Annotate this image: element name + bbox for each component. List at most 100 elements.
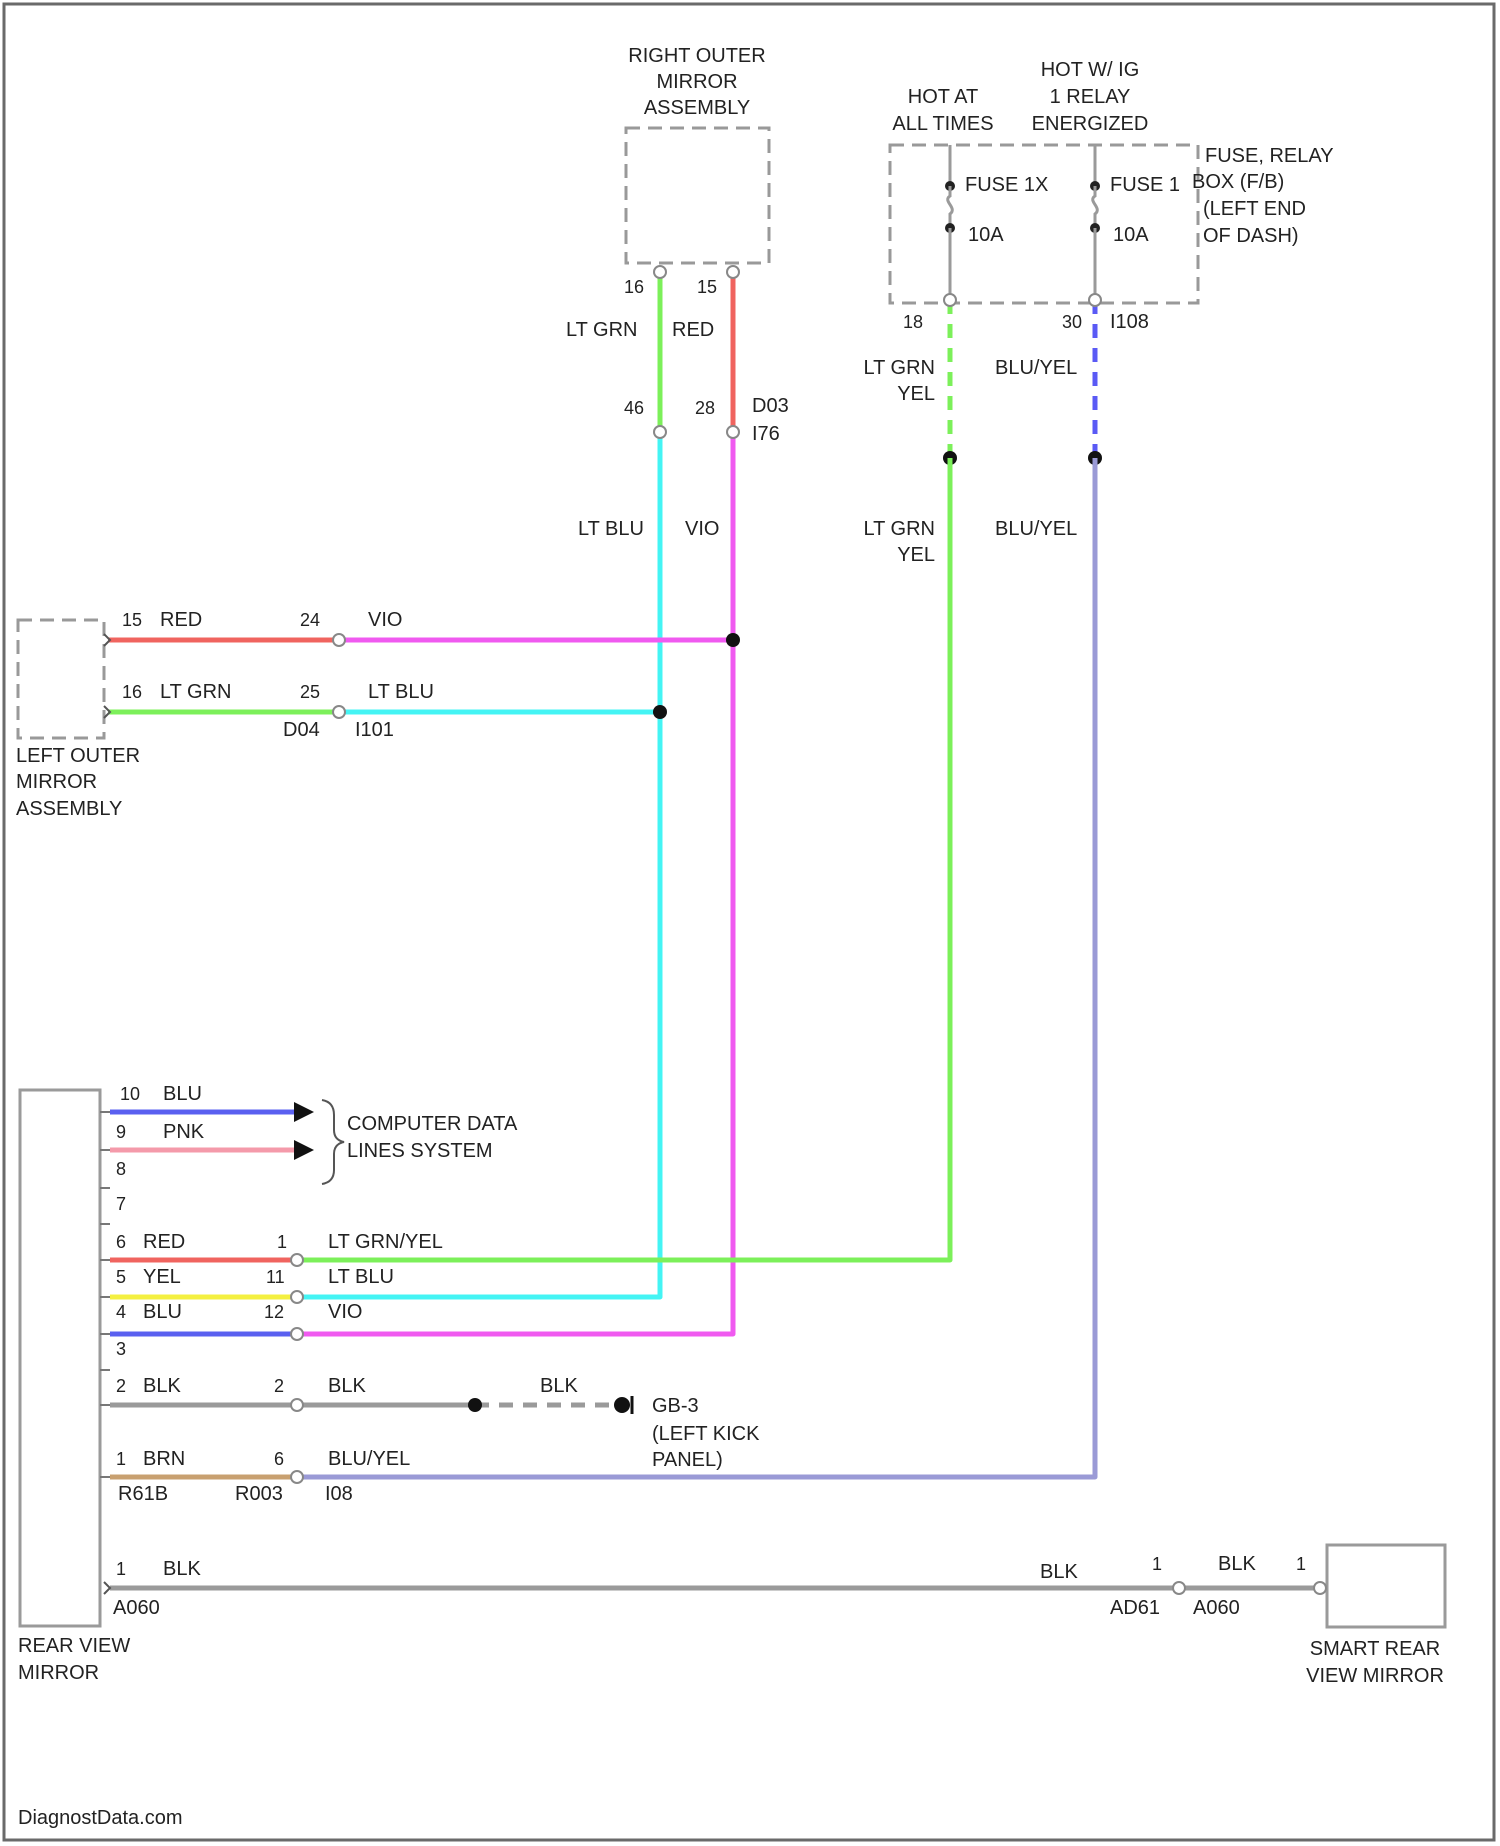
- smart-mirror-title-2: VIEW MIRROR: [1306, 1665, 1444, 1687]
- hot-ig-3: ENERGIZED: [1032, 113, 1149, 135]
- pin-rv-conn-2: 2: [274, 1376, 284, 1396]
- smart-mirror-title-1: SMART REAR: [1310, 1638, 1440, 1660]
- fuse-box-title-4: OF DASH): [1203, 225, 1299, 247]
- fuse-b-icon: [1093, 186, 1098, 228]
- data-lines-brace: [322, 1100, 344, 1184]
- right-mirror-title-3: ASSEMBLY: [644, 97, 750, 119]
- wire-label-lower-c: BLK: [1218, 1553, 1256, 1575]
- wire-label-fuse-a-upper-2: YEL: [897, 383, 935, 405]
- pin-rv-10: 10: [120, 1084, 140, 1104]
- fuse-b-name: FUSE 1: [1110, 174, 1180, 196]
- connector-lower-mid-pin: [1173, 1582, 1185, 1594]
- hot-ig-1: HOT W/ IG: [1041, 59, 1140, 81]
- wire-label-rv-1: BRN: [143, 1448, 185, 1470]
- connector-rv-pin-0: [291, 1254, 303, 1266]
- fuse-relay-box: HOT AT ALL TIMES HOT W/ IG 1 RELAY ENERG…: [890, 59, 1334, 303]
- pin-rv-conn-4: 12: [264, 1302, 284, 1322]
- connector-rv-right: R003: [235, 1483, 283, 1505]
- pin-rv-8: 8: [116, 1159, 126, 1179]
- wire-label-rv-2: BLK: [143, 1375, 181, 1397]
- pin-left-conn-b: 25: [300, 682, 320, 702]
- pin-left-mirror-b: 16: [122, 682, 142, 702]
- wire-blu-yel-main: [298, 458, 1095, 1477]
- wire-label-mid-a: LT BLU: [578, 518, 644, 540]
- hot-at-all-times-1: HOT AT: [908, 86, 978, 108]
- wire-label-left-b-in: LT GRN: [160, 681, 232, 703]
- pin-smart-conn-b: 1: [1296, 1554, 1306, 1574]
- watermark: DiagnostData.com: [18, 1807, 183, 1829]
- connector-rv-left: R61B: [118, 1483, 168, 1505]
- connector-rv-pin-2: [291, 1328, 303, 1340]
- wire-label-rv-10: BLU: [163, 1083, 202, 1105]
- pin-rv-3: 3: [116, 1339, 126, 1359]
- pin-rv-2: 2: [116, 1376, 126, 1396]
- left-mirror-box: [18, 620, 104, 738]
- pin-rv-9: 9: [116, 1122, 126, 1142]
- fuse-a-name: FUSE 1X: [965, 174, 1048, 196]
- hot-at-all-times-2: ALL TIMES: [892, 113, 993, 135]
- wire-ltblu-main: [298, 430, 660, 1297]
- wire-label-rv-out-1: BLU/YEL: [328, 1448, 410, 1470]
- rear-view-title-1: REAR VIEW: [18, 1635, 130, 1657]
- connector-rv-pin-3: [291, 1399, 303, 1411]
- data-lines-label-1: COMPUTER DATA: [347, 1113, 518, 1135]
- splice-ground: [468, 1398, 482, 1412]
- connector-mid-a: D03: [752, 395, 789, 417]
- ground-location-1: (LEFT KICK: [652, 1423, 760, 1445]
- ground-terminal-gb3: [614, 1397, 630, 1413]
- connector-mid-b-pin: [727, 426, 739, 438]
- wire-label-rv-9: PNK: [163, 1121, 205, 1143]
- rear-view-title-2: MIRROR: [18, 1662, 99, 1684]
- connector-fuse-b-pin: [1089, 294, 1101, 306]
- pin-rv-conn-1: 6: [274, 1449, 284, 1469]
- ground-gb3: GB-3 (LEFT KICK PANEL): [652, 1395, 760, 1471]
- wire-label-left-b-out: LT BLU: [368, 681, 434, 703]
- left-outer-mirror: LEFT OUTER MIRROR ASSEMBLY: [16, 620, 140, 820]
- wire-label-ground: BLK: [540, 1375, 578, 1397]
- wire-label-rv-out-4: VIO: [328, 1301, 362, 1323]
- pin-rv-1: 1: [116, 1449, 126, 1469]
- fuse-box-title-1: FUSE, RELAY: [1205, 145, 1334, 167]
- fuse-b-rating: 10A: [1113, 224, 1149, 246]
- fuse-box-title-2: BOX (F/B): [1192, 171, 1284, 193]
- rear-view-mirror: REAR VIEW MIRROR: [18, 1090, 130, 1684]
- splice-vio: [726, 633, 740, 647]
- wire-label-mid-b: VIO: [685, 518, 719, 540]
- smart-mirror-box: [1327, 1545, 1445, 1627]
- pin-rv-conn-5: 11: [266, 1267, 285, 1287]
- connector-left-b-pin: [333, 706, 345, 718]
- left-mirror-pin-a-mark: [104, 634, 110, 646]
- fuse-a-rating: 10A: [968, 224, 1004, 246]
- pin-rv-lower-1: 1: [116, 1559, 126, 1579]
- wire-label-fuse-a-lower-1: LT GRN: [864, 518, 936, 540]
- pin-smart-conn-a: 1: [1152, 1554, 1162, 1574]
- pin-fuse-out-a: 18: [903, 312, 923, 332]
- connector-right-mirror-a: [654, 266, 666, 278]
- pin-right-mirror-b: 15: [697, 277, 717, 297]
- computer-data-lines: COMPUTER DATA LINES SYSTEM: [322, 1100, 518, 1184]
- wire-label-fuse-a-upper-1: LT GRN: [864, 357, 936, 379]
- data-lines-label-2: LINES SYSTEM: [347, 1140, 493, 1162]
- ground-location-2: PANEL): [652, 1449, 723, 1471]
- wire-label-lower-a: BLK: [163, 1558, 201, 1580]
- wire-label-rv-5: YEL: [143, 1266, 181, 1288]
- wire-label-rv-out-2: BLK: [328, 1375, 366, 1397]
- connector-left-b: I101: [355, 719, 394, 741]
- fuse-box-title-3: (LEFT END: [1203, 198, 1306, 220]
- connector-lower-left: A060: [113, 1597, 160, 1619]
- fuse-a-icon: [948, 186, 953, 228]
- right-mirror-title-1: RIGHT OUTER: [628, 45, 765, 67]
- pin-fuse-out-b: 30: [1062, 312, 1082, 332]
- fuse-box-outline: [890, 145, 1198, 303]
- diagram-frame: [4, 4, 1494, 1840]
- pin-rv-4: 4: [116, 1302, 126, 1322]
- left-mirror-title-2: MIRROR: [16, 771, 97, 793]
- pin-rv-5: 5: [116, 1267, 126, 1287]
- wire-label-fuse-b-upper: BLU/YEL: [995, 357, 1077, 379]
- connector-left-a-pin: [333, 634, 345, 646]
- ground-label: GB-3: [652, 1395, 699, 1417]
- pin-conn-mid-a: 46: [624, 398, 644, 418]
- data-arrow-blu: [294, 1102, 314, 1122]
- wire-vio-main: [298, 430, 733, 1334]
